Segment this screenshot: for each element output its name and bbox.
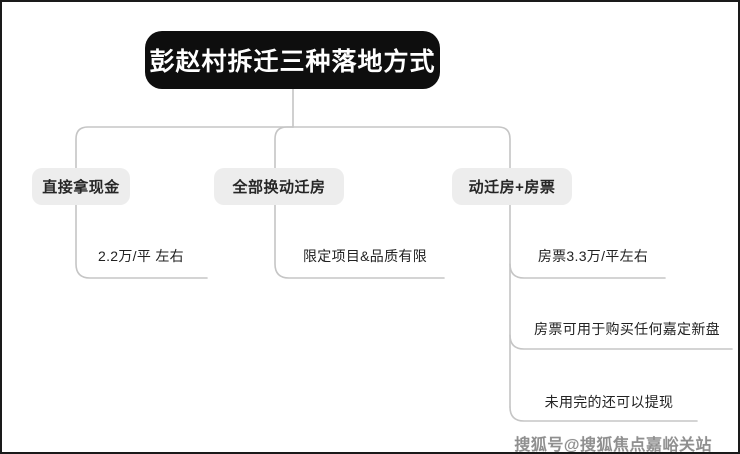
branch-node-cash-label: 直接拿现金	[42, 179, 120, 196]
branch3-leaf3-line	[509, 406, 698, 422]
rail-right	[292, 126, 511, 169]
leaf-ticket-cashout: 未用完的还可以提现	[544, 394, 674, 410]
branch-node-all-relocation-housing: 全部换动迁房	[214, 168, 344, 205]
branch-node-cash: 直接拿现金	[32, 168, 130, 205]
root-node-title: 彭赵村拆迁三种落地方式	[145, 31, 440, 89]
rail-middle	[274, 126, 294, 169]
leaf-ticket-usage: 房票可用于购买任何嘉定新盘	[534, 321, 720, 337]
leaf-cash-price: 2.2万/平 左右	[98, 248, 184, 264]
branch-node-housing-plus-ticket: 动迁房+房票	[452, 168, 572, 205]
root-node-label: 彭赵村拆迁三种落地方式	[149, 48, 436, 76]
branch3-leaf2-line	[509, 334, 733, 350]
leaf-ticket-price: 房票3.3万/平左右	[537, 248, 649, 264]
branch1-leaf-line	[75, 204, 208, 279]
rail-left	[75, 126, 294, 169]
leaf-limited-quality: 限定项目&品质有限	[302, 248, 428, 264]
branch3-leaf1-line	[509, 263, 666, 279]
branch-node-all-relocation-housing-label: 全部换动迁房	[232, 179, 326, 196]
branch-node-housing-plus-ticket-label: 动迁房+房票	[468, 179, 556, 196]
branch2-leaf-line	[274, 204, 445, 279]
sohu-watermark: 搜狐号@搜狐焦点嘉峪关站	[514, 437, 712, 454]
